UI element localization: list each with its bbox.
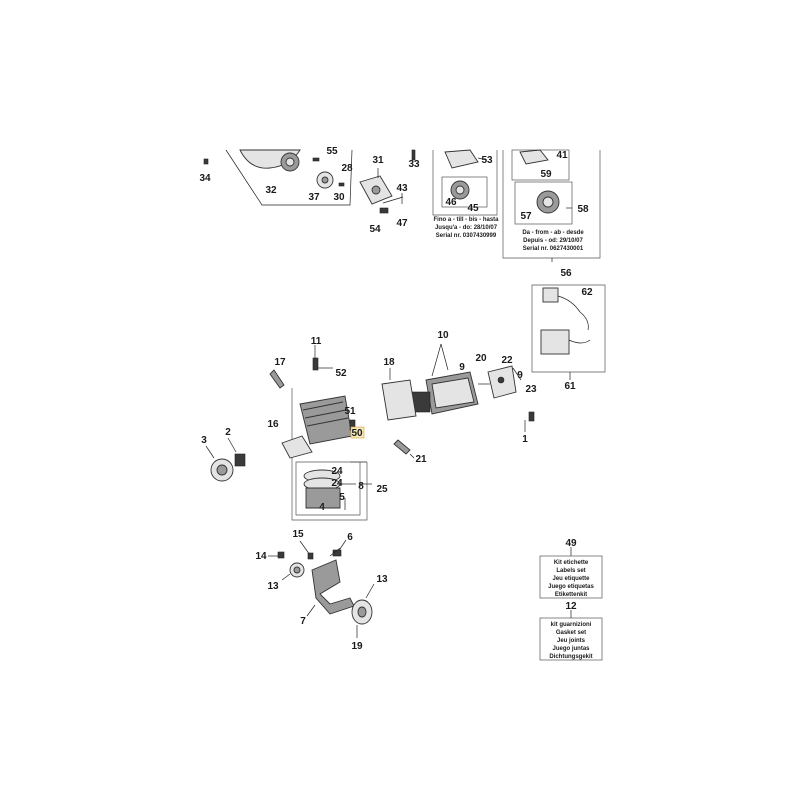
callout-22: 22 (501, 355, 513, 366)
callout-54: 54 (369, 224, 381, 235)
callout-12: 12 (565, 601, 577, 612)
starter-group (203, 149, 353, 206)
gasket-set-line3: Jeu joints (557, 638, 586, 644)
muffler-group (411, 343, 535, 432)
labels-set-line4: Juego etiquetas (548, 584, 594, 590)
callout-25: 25 (376, 484, 388, 495)
callout-47: 47 (396, 218, 408, 229)
highlight-50 (350, 426, 365, 439)
gasket-set-line5: Dichtungsgekit (549, 654, 592, 660)
piston-icon (305, 487, 341, 509)
serial-before-line2: Jusqu'a - do: 28/10/07 (435, 225, 498, 231)
serial-after-line2: Depuis - od: 29/10/07 (523, 238, 583, 244)
callout-31: 31 (372, 155, 384, 166)
callout-2: 2 (225, 427, 231, 438)
gasket-set-line1: kit guarnizioni (551, 622, 592, 628)
callout-34: 34 (199, 173, 211, 184)
callout-61: 61 (564, 381, 576, 392)
callout-20: 20 (475, 353, 487, 364)
ignition-before-group (432, 149, 498, 216)
labels-kit (539, 547, 603, 599)
labels-set-line2: Labels set (556, 568, 585, 574)
callout-55: 55 (326, 146, 338, 157)
callout-19: 19 (351, 641, 363, 652)
serial-before-line1: Fino a - till - bis - hasta (433, 217, 499, 223)
callout-4: 4 (319, 502, 325, 513)
callout-49: 49 (565, 538, 577, 549)
cylinder-icon (299, 395, 353, 445)
serial-before-line3: Serial nr. 0307430999 (436, 233, 497, 239)
ignition-coil-icon (444, 149, 479, 169)
callout-58: 58 (577, 204, 589, 215)
callout-28: 28 (341, 163, 353, 174)
callout-45: 45 (467, 203, 479, 214)
callout-32: 32 (265, 185, 277, 196)
callout-16: 16 (267, 419, 279, 430)
callout-50: 50 (351, 428, 363, 439)
callout-33: 33 (408, 159, 420, 170)
cylinder-gasket-icon (281, 435, 313, 459)
callout-11: 11 (311, 336, 322, 347)
ignition-after-group (502, 149, 601, 262)
callout-13a: 13 (267, 581, 279, 592)
spark-plug-icon (269, 369, 285, 389)
stud-icon (312, 357, 319, 371)
gasket-set-line4: Juego juntas (552, 646, 590, 652)
callout-7: 7 (300, 616, 306, 627)
gasket-kit (539, 610, 603, 661)
callout-57: 57 (520, 211, 532, 222)
callout-8: 8 (358, 481, 364, 492)
callout-51: 51 (344, 406, 356, 417)
heat-shield-icon (381, 379, 417, 421)
manifold-group (359, 149, 416, 214)
callout-15: 15 (292, 529, 304, 540)
ignition-module-icon (519, 149, 549, 165)
gasket-set-line2: Gasket set (556, 630, 586, 636)
callout-9a: 9 (459, 362, 465, 373)
callout-41: 41 (556, 150, 568, 161)
crankshaft-icon (311, 559, 355, 615)
crankshaft-group (268, 539, 375, 638)
callout-56: 56 (560, 268, 572, 279)
callout-6: 6 (347, 532, 353, 543)
callout-9b: 9 (517, 370, 523, 381)
callout-17: 17 (274, 357, 286, 368)
callout-3: 3 (201, 435, 207, 446)
callout-14: 14 (255, 551, 267, 562)
coil-module-icon (540, 329, 570, 355)
spark-cap-icon (542, 287, 559, 303)
callout-5: 5 (339, 492, 345, 503)
callout-43: 43 (396, 183, 408, 194)
callout-23: 23 (525, 384, 537, 395)
callout-52: 52 (335, 368, 347, 379)
callout-10: 10 (437, 330, 449, 341)
callout-30: 30 (333, 192, 345, 203)
callout-1: 1 (522, 434, 528, 445)
callout-24b: 24 (331, 478, 343, 489)
left-bearing-group (205, 437, 246, 482)
callout-62: 62 (581, 287, 593, 298)
seal-icon (234, 453, 246, 467)
callout-46: 46 (445, 197, 457, 208)
labels-set-line5: Etikettenkit (555, 592, 587, 598)
labels-set-line3: Jeu etiquette (552, 576, 590, 582)
labels-set-line1: Kit etichette (554, 560, 589, 566)
callout-21: 21 (415, 454, 427, 465)
callout-59: 59 (540, 169, 552, 180)
callout-53: 53 (481, 155, 493, 166)
serial-after-line1: Da - from - ab - desde (522, 230, 584, 236)
callout-13b: 13 (376, 574, 388, 585)
callout-18: 18 (383, 357, 395, 368)
callout-37: 37 (308, 192, 320, 203)
serial-after-line3: Serial nr. 0627430001 (523, 246, 584, 252)
screw-icon (393, 439, 411, 455)
ignition-coil-box (531, 284, 606, 380)
cylinder-group (269, 345, 372, 521)
callout-24a: 24 (331, 466, 343, 477)
